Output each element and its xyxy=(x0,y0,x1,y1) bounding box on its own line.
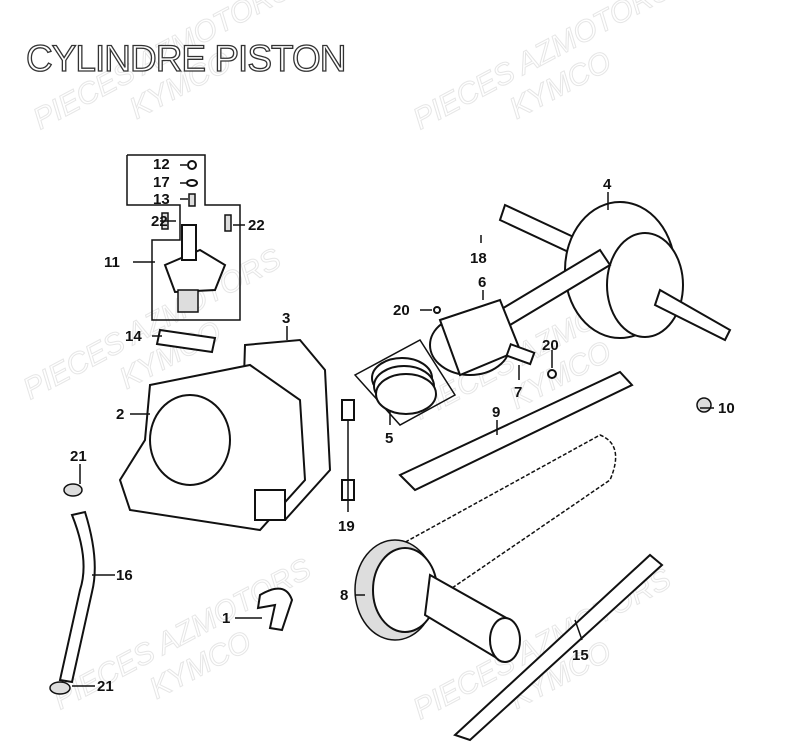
label-22: 22 xyxy=(248,217,265,234)
cam-chain xyxy=(399,434,617,611)
label-14: 14 xyxy=(125,328,142,345)
bracket xyxy=(256,587,294,632)
label-20: 20 xyxy=(393,302,410,319)
piston-rings xyxy=(353,339,457,426)
label-8: 8 xyxy=(340,587,348,604)
label-11: 11 xyxy=(104,254,120,271)
part-labels: 12 17 13 22 22 11 4 18 6 20 20 14 3 2 5 … xyxy=(70,156,735,695)
label-5: 5 xyxy=(385,430,393,447)
label-22: 22 xyxy=(151,213,168,230)
label-6: 6 xyxy=(478,274,486,291)
svg-text:PIECES AZMOTORS: PIECES AZMOTORS xyxy=(408,0,677,136)
label-21: 21 xyxy=(97,678,114,695)
label-7: 7 xyxy=(514,384,522,401)
label-16: 16 xyxy=(116,567,133,584)
piston xyxy=(429,298,557,379)
crankshaft xyxy=(498,201,732,342)
gasket xyxy=(155,328,217,354)
label-4: 4 xyxy=(603,176,612,193)
chain-guide xyxy=(398,370,634,492)
label-1: 1 xyxy=(222,610,230,627)
dowel-pin xyxy=(341,399,355,421)
leader-lines xyxy=(72,164,714,687)
hose xyxy=(49,483,96,695)
label-18: 18 xyxy=(470,250,487,267)
bolt xyxy=(696,397,712,413)
label-15: 15 xyxy=(572,647,589,664)
camshaft xyxy=(354,539,521,663)
label-19: 19 xyxy=(338,518,355,535)
label-12: 12 xyxy=(153,156,170,173)
cylinder xyxy=(118,338,332,532)
label-2: 2 xyxy=(116,406,124,423)
label-10: 10 xyxy=(718,400,735,417)
label-9: 9 xyxy=(492,404,500,421)
label-13: 13 xyxy=(153,191,170,208)
label-21: 21 xyxy=(70,448,87,465)
label-3: 3 xyxy=(282,310,290,327)
label-20: 20 xyxy=(542,337,559,354)
chain-slide xyxy=(453,553,664,742)
page-title: CYLINDRE PISTON xyxy=(25,37,347,79)
label-17: 17 xyxy=(153,174,170,191)
